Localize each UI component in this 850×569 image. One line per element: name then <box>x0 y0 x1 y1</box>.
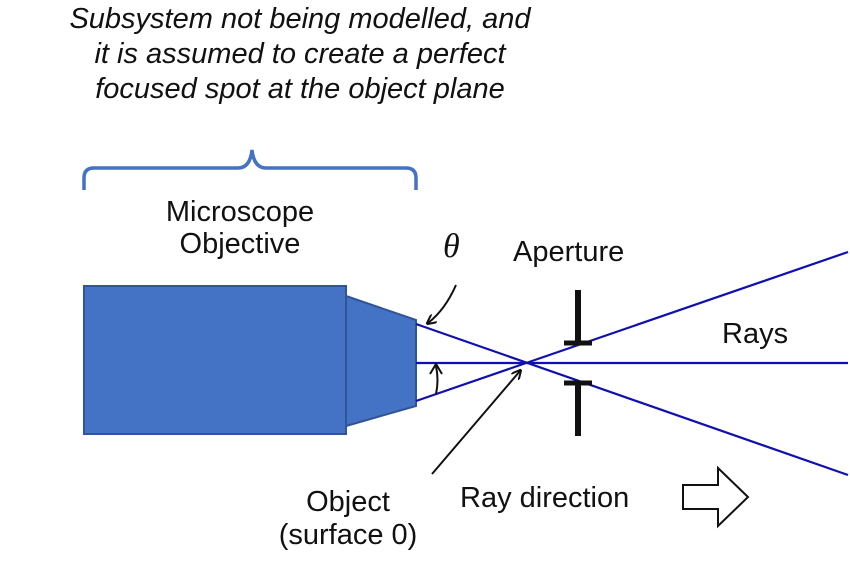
subsystem-note-line-2: it is assumed to create a perfect <box>94 37 506 70</box>
subsystem-note-line-1: Subsystem not being modelled, and <box>69 3 531 35</box>
objective-body <box>83 285 347 435</box>
objective-label-line-1: Microscope <box>165 196 315 228</box>
rays-label: Rays <box>722 318 789 350</box>
theta-pointer-arrow <box>428 284 457 323</box>
object-label: Object (surface 0) <box>258 486 438 553</box>
aperture-label: Aperture <box>513 236 625 268</box>
objective-nose <box>345 294 417 428</box>
objective-label: Microscope Objective <box>120 196 360 261</box>
angle-arc <box>435 365 439 395</box>
object-label-line-2: (surface 0) <box>278 519 418 552</box>
subsystem-note: Subsystem not being modelled, and it is … <box>0 2 600 106</box>
ray-upper-to-lower <box>415 322 849 477</box>
theta-label: θ <box>443 228 460 265</box>
object-pointer-arrow <box>431 371 520 475</box>
ray-direction-arrow-icon <box>682 465 750 529</box>
curly-bracket <box>82 149 418 190</box>
ray-direction-label: Ray direction <box>460 482 630 514</box>
subsystem-note-line-3: focused spot at the object plane <box>95 72 505 105</box>
objective-label-line-2: Objective <box>179 228 301 261</box>
angle-arc-arrowhead-top <box>429 362 443 375</box>
object-label-line-1: Object <box>306 486 390 518</box>
ray-lower-to-upper <box>415 250 849 403</box>
